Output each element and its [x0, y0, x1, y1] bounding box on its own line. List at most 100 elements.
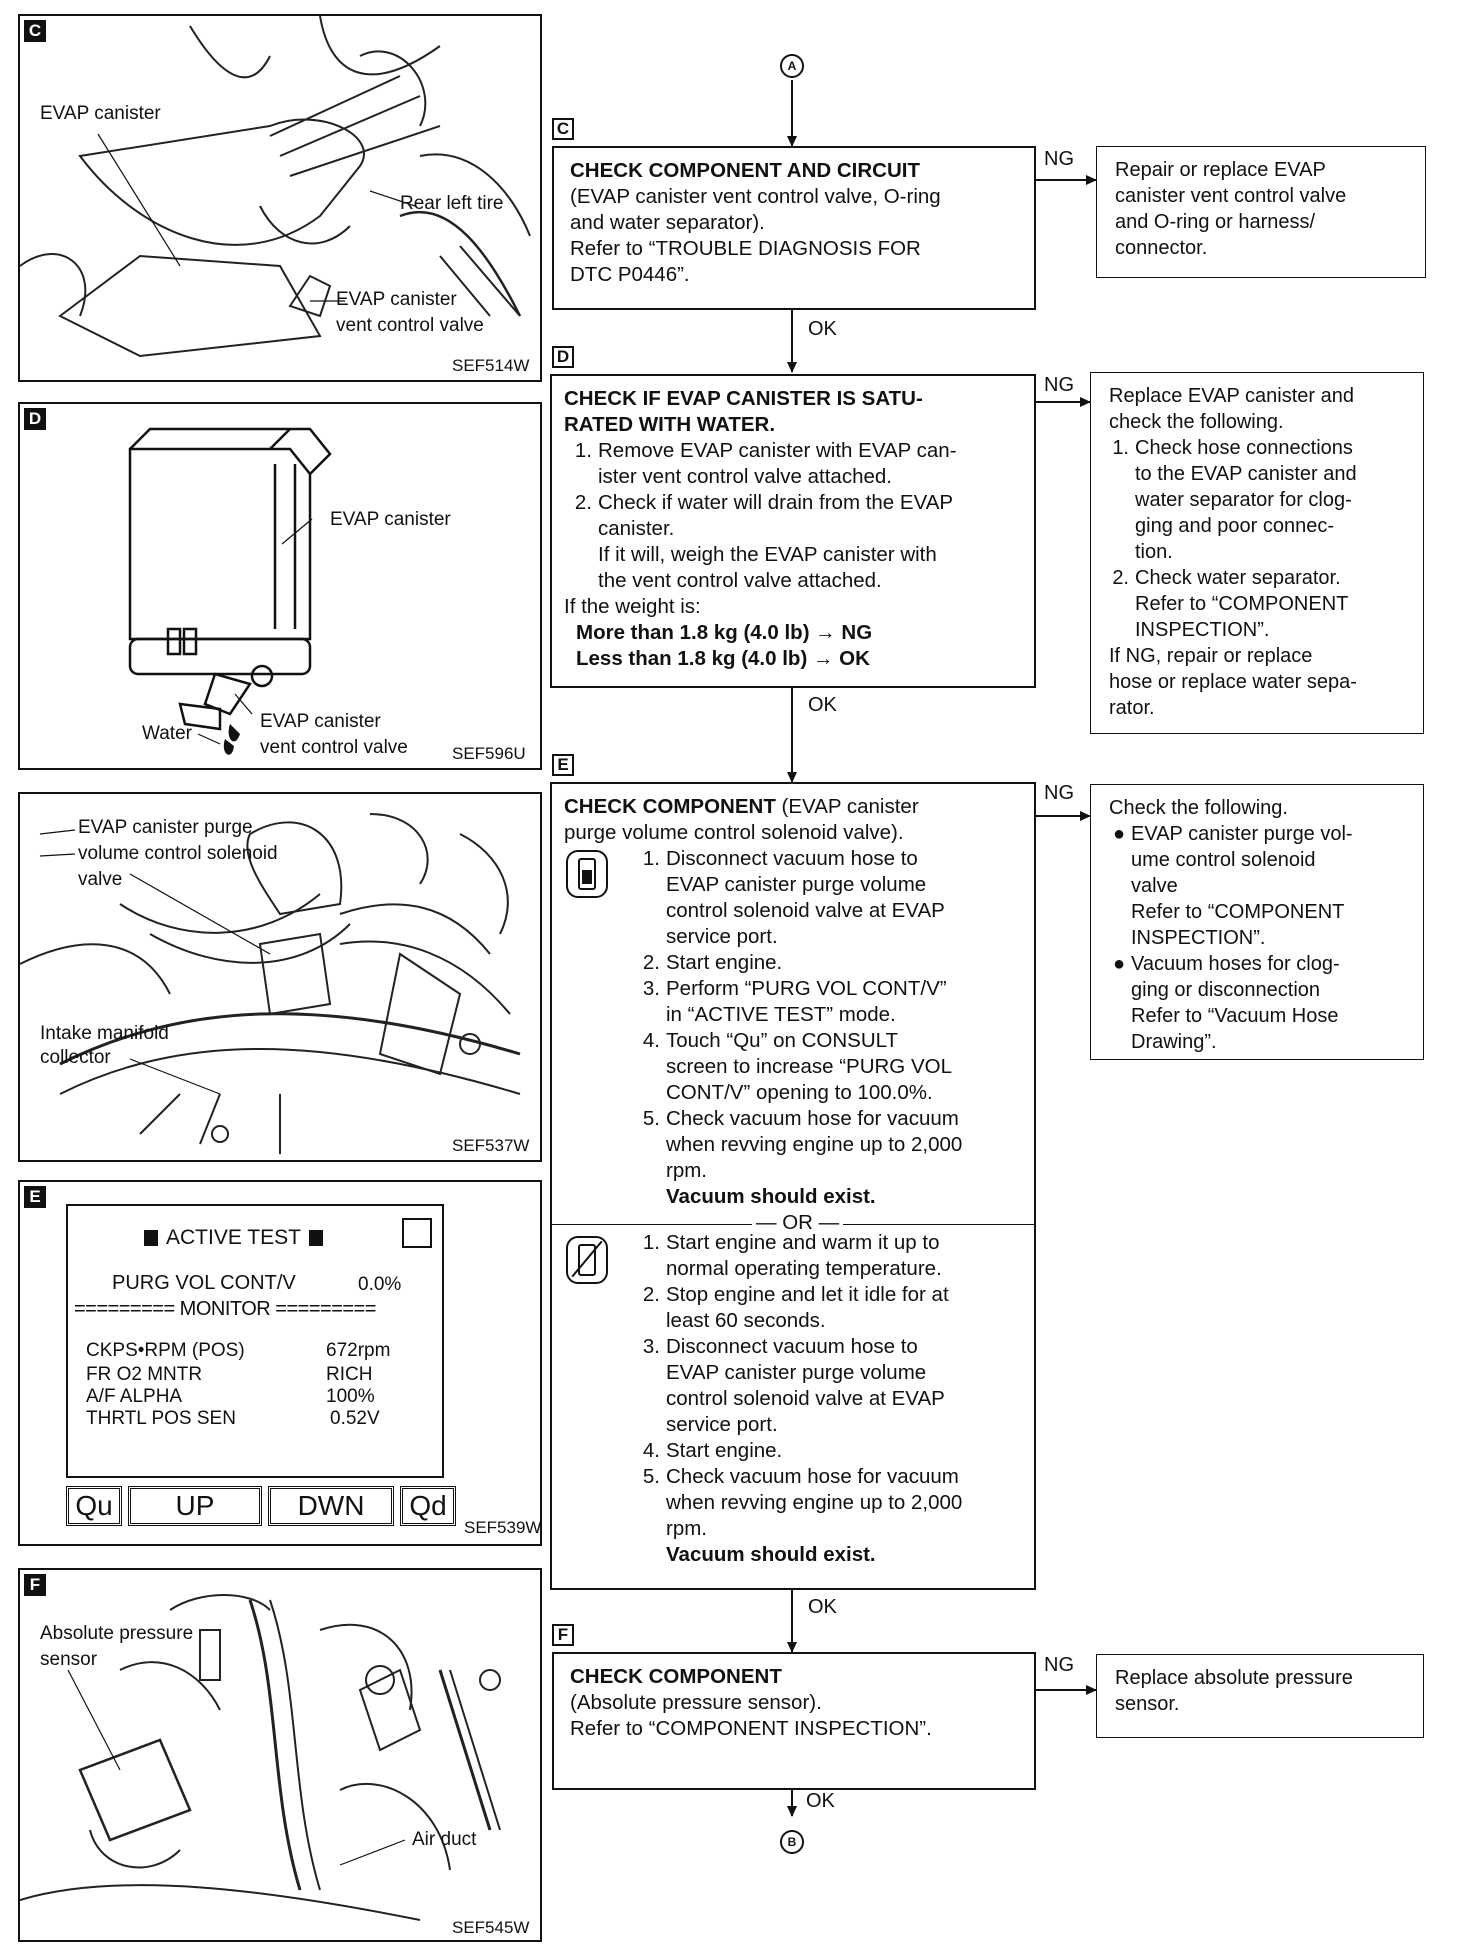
- bullet-icon: ●: [1113, 953, 1126, 975]
- step-c-line: and water separator).: [570, 211, 765, 234]
- step-f-title: CHECK COMPONENT: [570, 1665, 782, 1688]
- step-d-ng-item-line: ging and poor connec-: [1135, 515, 1335, 537]
- step-d-ok-label: OK: [808, 694, 837, 716]
- screen-button-qd[interactable]: Qd: [400, 1486, 456, 1526]
- step-e-ng-label: NG: [1044, 782, 1074, 804]
- step-e-ng-item-line: Refer to “COMPONENT: [1131, 901, 1345, 923]
- figure-e-label-purge-2: volume control solenoid: [78, 843, 278, 864]
- step-e-consult-item-number: 5.: [642, 1107, 660, 1130]
- step-d-box: CHECK IF EVAP CANISTER IS SATU- RATED WI…: [550, 374, 1036, 688]
- figure-d-tag: D: [24, 408, 46, 430]
- step-e-noconsult-result-item: Vacuum should exist.: [632, 1542, 1032, 1568]
- figure-c-label-vent-2: vent control valve: [336, 315, 484, 336]
- figure-c-tag: C: [24, 20, 46, 42]
- step-d-item-line: Check if water will drain from the EVAP: [598, 491, 954, 514]
- step-e-consult-result-item: Vacuum should exist.: [632, 1184, 1032, 1210]
- step-e-consult-item: 3.Perform “PURG VOL CONT/V”in “ACTIVE TE…: [632, 976, 1032, 1028]
- step-d-ng-outro: rator.: [1109, 697, 1155, 719]
- step-e-ng-items: ● EVAP canister purge vol-ume control sol…: [1109, 821, 1409, 1055]
- step-d-ng-item-line: Refer to “COMPONENT: [1135, 593, 1349, 615]
- step-c-ng-result: Repair or replace EVAP canister vent con…: [1096, 146, 1426, 278]
- step-d-ng-outro: hose or replace water sepa-: [1109, 671, 1357, 693]
- consult-tool-icon-body: [578, 858, 596, 890]
- or-divider-label: — OR —: [752, 1210, 844, 1236]
- step-e-ng-item-line: EVAP canister purge vol-: [1131, 823, 1353, 845]
- step-d-ng-intro: check the following.: [1109, 411, 1284, 433]
- step-e-noconsult-item-number: 2.: [642, 1283, 660, 1306]
- screen-row-value: RICH: [326, 1364, 373, 1385]
- step-e-noconsult-item: 4.Start engine.: [632, 1438, 1032, 1464]
- step-d-ng-item-line: Check water separator.: [1135, 567, 1341, 589]
- step-e-ng-item: ●Vacuum hoses for clog-ging or disconnec…: [1109, 951, 1409, 1055]
- step-e-consult-item-line: Perform “PURG VOL CONT/V”: [666, 977, 947, 1000]
- figure-c-panel: C EVAP canister Rear left tire EVAP cani…: [18, 14, 542, 382]
- step-c-ng-label: NG: [1044, 148, 1074, 170]
- figure-e-photo-code: SEF537W: [452, 1136, 530, 1155]
- screen-row-name: THRTL POS SEN: [86, 1408, 236, 1429]
- step-d-ng-item-line: INSPECTION”.: [1135, 619, 1270, 641]
- figure-e-illustration: [20, 813, 521, 1154]
- step-d-ng-result: Replace EVAP canister and check the foll…: [1090, 372, 1424, 734]
- step-d-title-2: RATED WITH WATER.: [564, 413, 776, 436]
- step-e-noconsult-item-number: 3.: [642, 1335, 660, 1358]
- step-d-weight-less: Less than 1.8 kg (4.0 lb) → OK: [576, 647, 870, 670]
- square-marker-icon: [144, 1230, 158, 1246]
- step-e-consult-item-line: when revving engine up to 2,000: [666, 1133, 963, 1156]
- step-f-tag: F: [552, 1624, 574, 1646]
- step-d-item-line: If it will, weigh the EVAP canister with: [598, 543, 937, 566]
- screen-checkbox[interactable]: [402, 1218, 432, 1248]
- step-e-noconsult-item-number: 5.: [642, 1465, 660, 1488]
- screen-test-item: PURG VOL CONT/V: [112, 1272, 296, 1294]
- screen-row-value: 100%: [326, 1386, 375, 1407]
- figure-f-code: SEF545W: [452, 1918, 530, 1937]
- figure-e-screen-panel: E ACTIVE TEST PURG VOL CONT/V 0.0% =====…: [18, 1180, 542, 1546]
- step-d-ng-item-number: 2.: [1112, 567, 1129, 589]
- screen-row-name: FR O2 MNTR: [86, 1364, 203, 1385]
- step-e-ng-item-line: Vacuum hoses for clog-: [1131, 953, 1340, 975]
- step-c-ng-line: Repair or replace EVAP: [1115, 159, 1326, 181]
- figure-e-photo-panel: EVAP canister purge volume control solen…: [18, 792, 542, 1162]
- screen-button-qu[interactable]: Qu: [66, 1486, 122, 1526]
- step-d-ng-outro: If NG, repair or replace: [1109, 645, 1313, 667]
- step-e-ng-item-line: valve: [1131, 875, 1178, 897]
- figure-e-label-purge-1: EVAP canister purge: [78, 817, 253, 838]
- screen-row-value: 672rpm: [326, 1340, 391, 1361]
- step-c-ok-label: OK: [808, 318, 837, 340]
- screen-button-dwn[interactable]: DWN: [268, 1486, 394, 1526]
- start-marker: A: [780, 54, 804, 78]
- step-c-line: DTC P0446”.: [570, 263, 690, 286]
- step-e-noconsult-item-number: 4.: [642, 1439, 660, 1462]
- screen-button-up[interactable]: UP: [128, 1486, 262, 1526]
- figure-f-label-sensor-2: sensor: [40, 1649, 98, 1670]
- step-c-ng-line: and O-ring or harness/: [1115, 211, 1316, 233]
- step-d-ng-intro: Replace EVAP canister and: [1109, 385, 1354, 407]
- step-d-item-line: the vent control valve attached.: [598, 569, 882, 592]
- step-d-ng-item-line: tion.: [1135, 541, 1173, 563]
- step-e-noconsult-item-number: 1.: [642, 1231, 660, 1254]
- step-e-consult-item-line: Disconnect vacuum hose to: [666, 847, 918, 870]
- step-e-noconsult-item-line: when revving engine up to 2,000: [666, 1491, 963, 1514]
- figure-c-code: SEF514W: [452, 356, 530, 375]
- step-e-noconsult-item-line: Start engine and warm it up to: [666, 1231, 940, 1254]
- step-f-box: CHECK COMPONENT (Absolute pressure senso…: [552, 1652, 1036, 1790]
- step-d-steps: 1.Remove EVAP canister with EVAP can-ist…: [564, 438, 1020, 594]
- step-e-noconsult-item-line: Check vacuum hose for vacuum: [666, 1465, 959, 1488]
- screen-monitor-label: ========= MONITOR =========: [74, 1298, 376, 1320]
- step-e-ng-item-line: ume control solenoid: [1131, 849, 1316, 871]
- figure-e-screen-code: SEF539W: [464, 1518, 542, 1537]
- step-e-ng-item-line: INSPECTION”.: [1131, 927, 1266, 949]
- figure-e-label-intake-2: collector: [40, 1047, 111, 1068]
- step-f-line: (Absolute pressure sensor).: [570, 1691, 822, 1714]
- figure-d-label-vent-1: EVAP canister: [260, 711, 381, 732]
- step-e-noconsult-item-line: rpm.: [666, 1517, 707, 1540]
- step-d-ng-item-line: Check hose connections: [1135, 437, 1353, 459]
- step-c-tag: C: [552, 118, 574, 140]
- step-e-consult-item-number: 1.: [642, 847, 660, 870]
- step-e-ng-item: ●EVAP canister purge vol-ume control sol…: [1109, 821, 1409, 951]
- figure-d-label-canister: EVAP canister: [330, 509, 451, 530]
- consult-screen: ACTIVE TEST PURG VOL CONT/V 0.0% =======…: [66, 1204, 444, 1478]
- end-marker: B: [780, 1830, 804, 1854]
